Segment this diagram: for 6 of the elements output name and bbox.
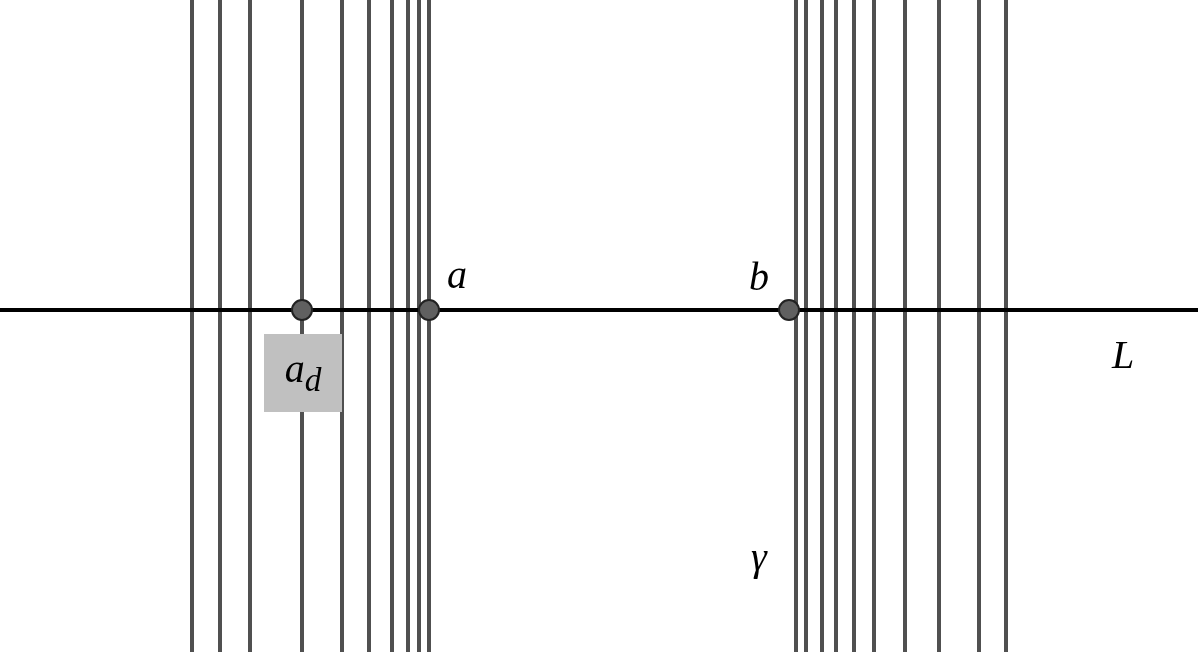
- point-label: a: [447, 255, 467, 295]
- point-label: b: [749, 257, 769, 297]
- label-box: [264, 334, 342, 412]
- curve-label: γ: [751, 537, 767, 577]
- line-label: L: [1112, 335, 1135, 375]
- point-label: a$_{d}$: [284, 349, 322, 397]
